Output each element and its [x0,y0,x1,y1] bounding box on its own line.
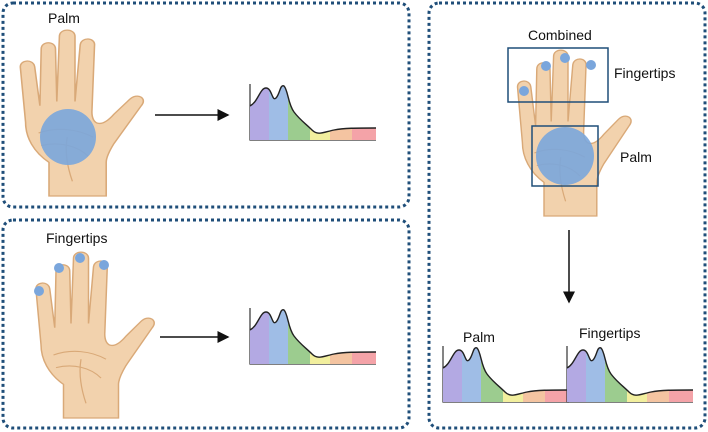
combined-palm-region [536,127,594,185]
fingertips-panel-border [1,218,411,430]
combined-fingertip-marker-2 [541,61,551,71]
combined-panel-border [427,1,707,430]
combined-fingertip-marker-1 [519,86,529,96]
palm-region [40,109,96,165]
palm-bounding-box [531,125,599,187]
fingertips-hand [35,251,155,419]
fingertips-bounding-box [507,47,609,103]
fingertip-marker-4 [99,260,109,270]
fingertip-marker-1 [34,286,44,296]
combined-spectrum-right-label: Fingertips [579,325,640,341]
combined-panel-title: Combined [528,27,592,43]
fingertip-marker-3 [75,253,85,263]
palm-spectrum [250,84,376,140]
combined-palm-label: Palm [620,149,652,165]
combined-spectrum-right [567,346,693,402]
fingertip-marker-2 [54,263,64,273]
combined-spectrum-left-label: Palm [463,329,495,345]
combined-fingertip-marker-4 [586,60,596,70]
combined-fingertip-marker-3 [560,53,570,63]
fingertips-spectrum [250,308,376,364]
fingertips-panel-title: Fingertips [46,230,107,246]
palm-panel-border [1,1,411,209]
palm-panel-title: Palm [48,10,80,26]
combined-fingertips-label: Fingertips [614,65,675,81]
combined-spectrum-left [443,346,569,402]
